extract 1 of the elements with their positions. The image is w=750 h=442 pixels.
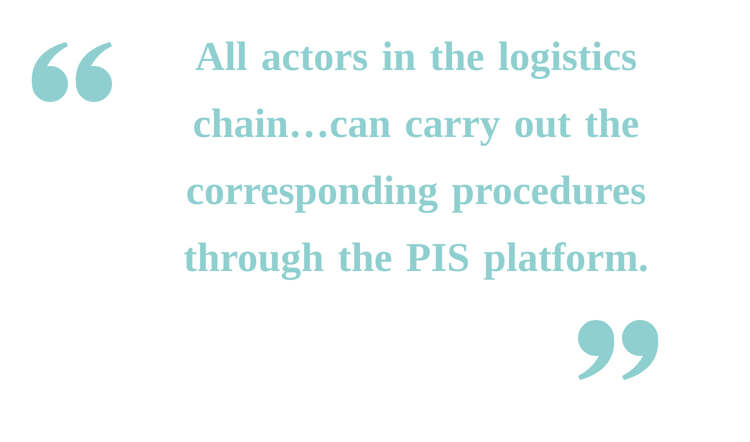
quote-text: All actors in the logistics chain…can carry out the corresponding procedures through the PIS platform. [184, 42, 647, 280]
